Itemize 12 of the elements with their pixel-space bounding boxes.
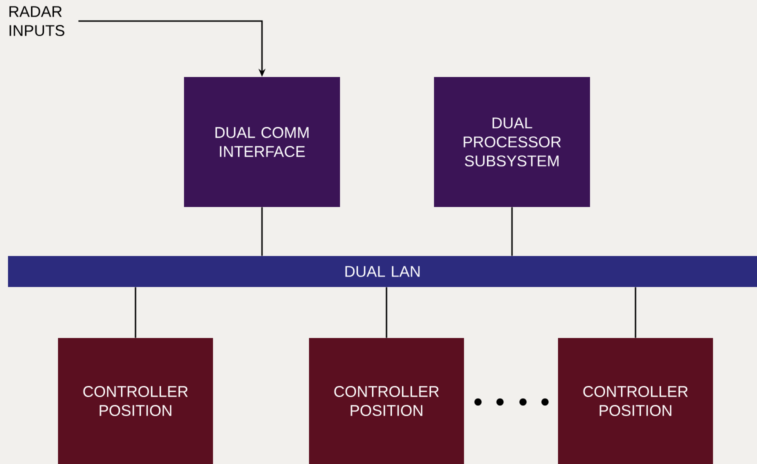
connector-line (134, 287, 136, 338)
workstation-box: CONTROLLER POSITION (558, 338, 713, 464)
subsystem-box: DUAL PROCESSOR SUBSYSTEM (434, 77, 590, 207)
connector-line (261, 207, 263, 256)
input-label: RADAR INPUTS (9, 6, 64, 36)
connector-line (511, 207, 513, 256)
connector-line (634, 287, 636, 338)
network-bus-band: DUAL LAN (8, 256, 757, 287)
subsystem-box: DUAL COMM INTERFACE (184, 77, 340, 207)
workstation-box: CONTROLLER POSITION (309, 338, 464, 464)
workstation-box: CONTROLLER POSITION (58, 338, 213, 464)
connector-line (386, 287, 388, 338)
